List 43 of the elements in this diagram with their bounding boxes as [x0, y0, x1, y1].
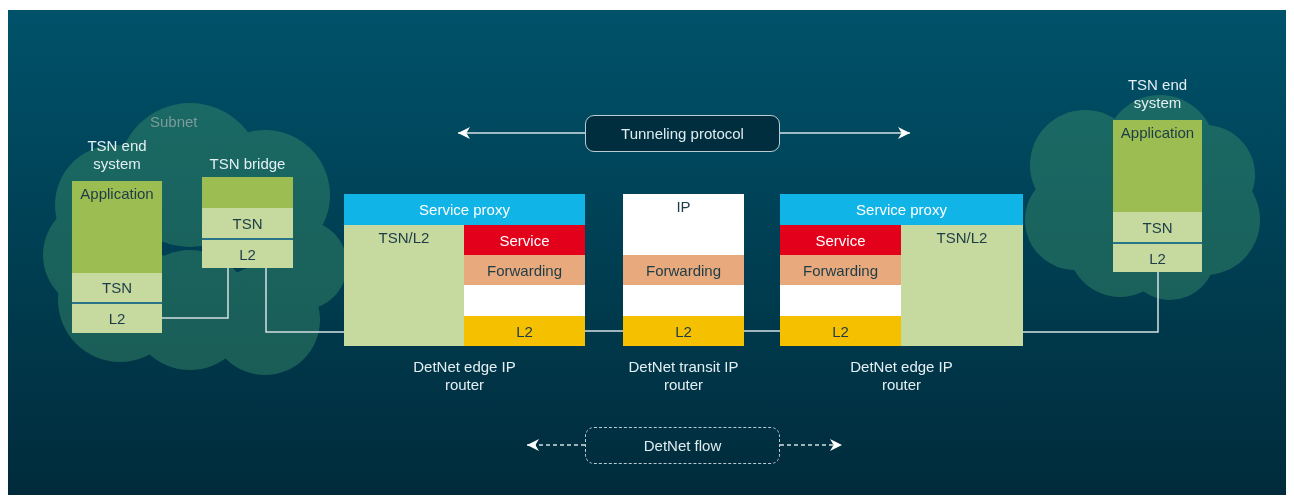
empty-layer — [780, 285, 901, 316]
protocol-layer: Forwarding — [780, 255, 901, 285]
label-box: Tunneling protocol — [585, 115, 780, 152]
protocol-layer: TSN — [202, 208, 293, 238]
label-box: DetNet flow — [585, 427, 780, 464]
protocol-layer: IP — [623, 194, 744, 255]
protocol-layer: TSN — [1113, 212, 1202, 242]
connector-line — [161, 267, 229, 319]
protocol-layer: Forwarding — [623, 255, 744, 285]
protocol-layer: L2 — [780, 316, 901, 346]
device-label: TSN bridge — [208, 155, 287, 173]
protocol-layer: Forwarding — [464, 255, 585, 285]
device-label: DetNet edge IP router — [849, 358, 954, 394]
arrow — [457, 127, 586, 139]
protocol-layer: L2 — [72, 302, 162, 333]
empty-layer — [202, 177, 293, 208]
connector-line — [584, 330, 624, 332]
protocol-layer: Service — [464, 225, 585, 255]
protocol-layer: Service proxy — [344, 194, 585, 225]
protocol-layer: TSN/L2 — [901, 225, 1023, 346]
protocol-layer: L2 — [623, 316, 744, 346]
connector-line — [743, 330, 781, 332]
device-label: DetNet transit IP router — [627, 358, 740, 394]
device-label: TSN end system — [86, 137, 148, 173]
connector-line — [265, 267, 345, 333]
arrow — [779, 127, 911, 139]
protocol-layer: Application — [1113, 120, 1202, 212]
protocol-layer: Service — [780, 225, 901, 255]
device-label: TSN end system — [1126, 76, 1189, 112]
empty-layer — [464, 285, 585, 316]
protocol-layer: L2 — [202, 238, 293, 268]
protocol-layer: L2 — [464, 316, 585, 346]
protocol-layer: Service proxy — [780, 194, 1023, 225]
empty-layer — [623, 285, 744, 316]
protocol-layer: TSN/L2 — [344, 225, 464, 346]
connector-line — [1022, 271, 1159, 333]
protocol-layer: L2 — [1113, 242, 1202, 272]
protocol-layer: Application — [72, 181, 162, 273]
arrow — [779, 439, 843, 451]
arrow — [526, 439, 586, 451]
protocol-layer: TSN — [72, 273, 162, 302]
group-label: Subnet — [150, 113, 198, 130]
device-label: DetNet edge IP router — [412, 358, 517, 394]
